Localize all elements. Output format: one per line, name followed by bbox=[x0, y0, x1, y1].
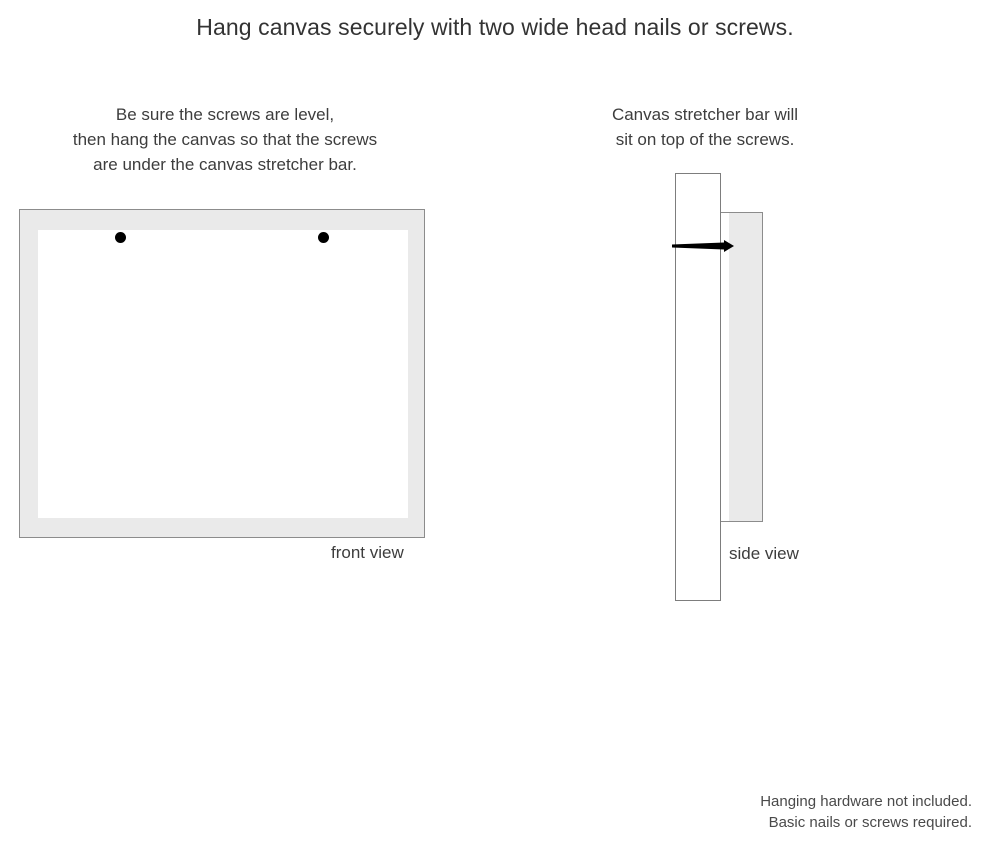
nail-icon bbox=[672, 240, 734, 252]
instruction-side-view: Canvas stretcher bar will sit on top of … bbox=[540, 102, 870, 152]
instruction-side-line-2: sit on top of the screws. bbox=[615, 130, 795, 149]
page-title: Hang canvas securely with two wide head … bbox=[196, 14, 794, 40]
footer-note: Hanging hardware not included. Basic nai… bbox=[760, 791, 972, 833]
side-view-diagram bbox=[672, 170, 792, 605]
canvas-mat-front bbox=[38, 230, 408, 518]
canvas-stretcher-bar-side bbox=[675, 173, 721, 601]
screw-right-icon bbox=[318, 232, 329, 243]
footer-line-1: Hanging hardware not included. bbox=[760, 793, 972, 810]
instruction-front-line-1: Be sure the screws are level, bbox=[115, 105, 335, 124]
canvas-inner-gap-side bbox=[721, 213, 729, 521]
screw-left-icon bbox=[115, 232, 126, 243]
caption-side-view: side view bbox=[729, 544, 799, 563]
instruction-front-line-3: are under the canvas stretcher bar. bbox=[93, 155, 357, 174]
instruction-front-line-2: then hang the canvas so that the screws bbox=[72, 130, 378, 149]
front-view-diagram bbox=[19, 209, 425, 538]
instruction-side-line-1: Canvas stretcher bar will bbox=[611, 105, 799, 124]
footer-line-2: Basic nails or screws required. bbox=[768, 814, 972, 831]
instruction-front-view: Be sure the screws are level, then hang … bbox=[10, 102, 440, 177]
caption-front-view: front view bbox=[331, 543, 404, 562]
